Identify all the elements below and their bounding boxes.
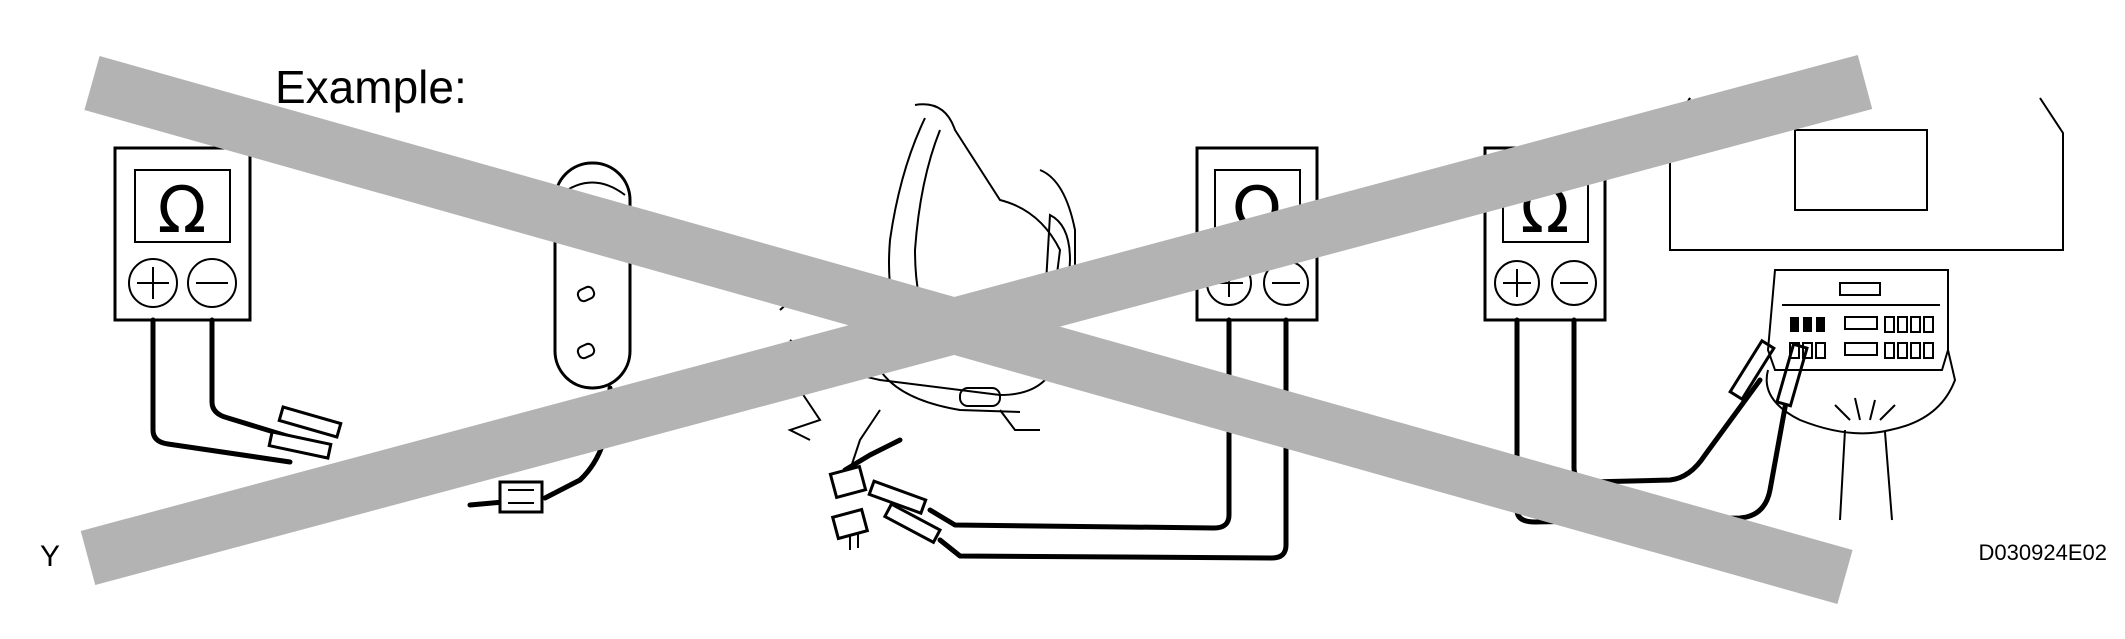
ohm-symbol: Ω: [158, 174, 207, 248]
minus-terminal-icon: [1551, 260, 1597, 306]
plus-terminal-icon: [128, 258, 178, 308]
meter-1-leads: [150, 317, 343, 465]
ohmmeter-1: Ω: [113, 146, 252, 322]
plus-terminal-icon: [1494, 260, 1540, 306]
meter-2-leads: [927, 317, 1289, 561]
figure-code: D030924E02: [1978, 540, 2107, 565]
minus-terminal-icon: [187, 258, 237, 308]
example-label: Example:: [275, 61, 467, 113]
ecu-connector: [1765, 269, 1957, 521]
prohibition-cross-icon: [80, 54, 1873, 604]
corner-letter: Y: [40, 540, 61, 573]
